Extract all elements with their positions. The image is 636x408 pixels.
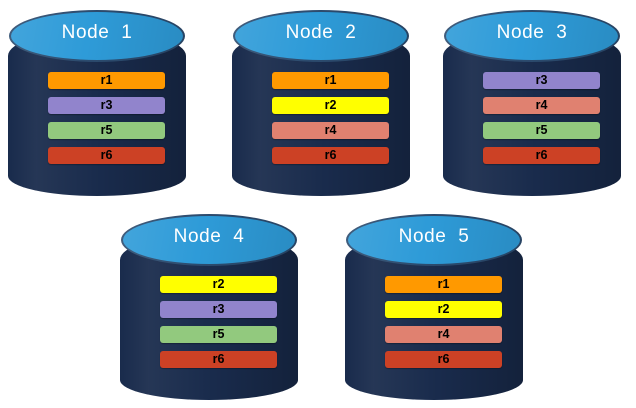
replica-bar[interactable]: r5: [48, 122, 165, 139]
replica-bar[interactable]: r3: [160, 301, 277, 318]
replica-bar[interactable]: r1: [48, 72, 165, 89]
cylinder-top-ellipse: [121, 214, 297, 266]
replica-bar[interactable]: r6: [483, 147, 600, 164]
replica-bar[interactable]: r2: [385, 301, 502, 318]
node-label: Node 4: [173, 226, 245, 247]
replica-bar[interactable]: r6: [48, 147, 165, 164]
replica-list: r1 r3 r5 r6: [48, 72, 165, 164]
replica-bar[interactable]: r2: [160, 276, 277, 293]
replica-bar[interactable]: r6: [385, 351, 502, 368]
replica-list: r1 r2 r4 r6: [272, 72, 389, 164]
database-node-3[interactable]: Node 3 r3 r4 r5 r6: [443, 8, 621, 196]
replica-bar[interactable]: r1: [385, 276, 502, 293]
replica-list: r2 r3 r5 r6: [160, 276, 277, 368]
database-node-1[interactable]: Node 1 r1 r3 r5 r6: [8, 8, 186, 196]
replica-bar[interactable]: r5: [160, 326, 277, 343]
replica-bar[interactable]: r3: [48, 97, 165, 114]
cylinder-top-ellipse: [444, 10, 620, 62]
replica-bar[interactable]: r4: [385, 326, 502, 343]
cylinder-top-ellipse: [9, 10, 185, 62]
replica-bar[interactable]: r5: [483, 122, 600, 139]
replica-list: r1 r2 r4 r6: [385, 276, 502, 368]
cylinder-top-ellipse: [346, 214, 522, 266]
database-node-4[interactable]: Node 4 r2 r3 r5 r6: [120, 212, 298, 400]
replica-bar[interactable]: r4: [272, 122, 389, 139]
replica-bar[interactable]: r1: [272, 72, 389, 89]
replica-bar[interactable]: r3: [483, 72, 600, 89]
cylinder-top-ellipse: [233, 10, 409, 62]
database-node-5[interactable]: Node 5 r1 r2 r4 r6: [345, 212, 523, 400]
node-label: Node 1: [61, 22, 133, 43]
replica-list: r3 r4 r5 r6: [483, 72, 600, 164]
replica-bar[interactable]: r2: [272, 97, 389, 114]
node-label: Node 2: [285, 22, 357, 43]
node-label: Node 5: [398, 226, 470, 247]
replica-bar[interactable]: r6: [160, 351, 277, 368]
replica-bar[interactable]: r6: [272, 147, 389, 164]
node-label: Node 3: [496, 22, 568, 43]
replica-bar[interactable]: r4: [483, 97, 600, 114]
database-node-2[interactable]: Node 2 r1 r2 r4 r6: [232, 8, 410, 196]
